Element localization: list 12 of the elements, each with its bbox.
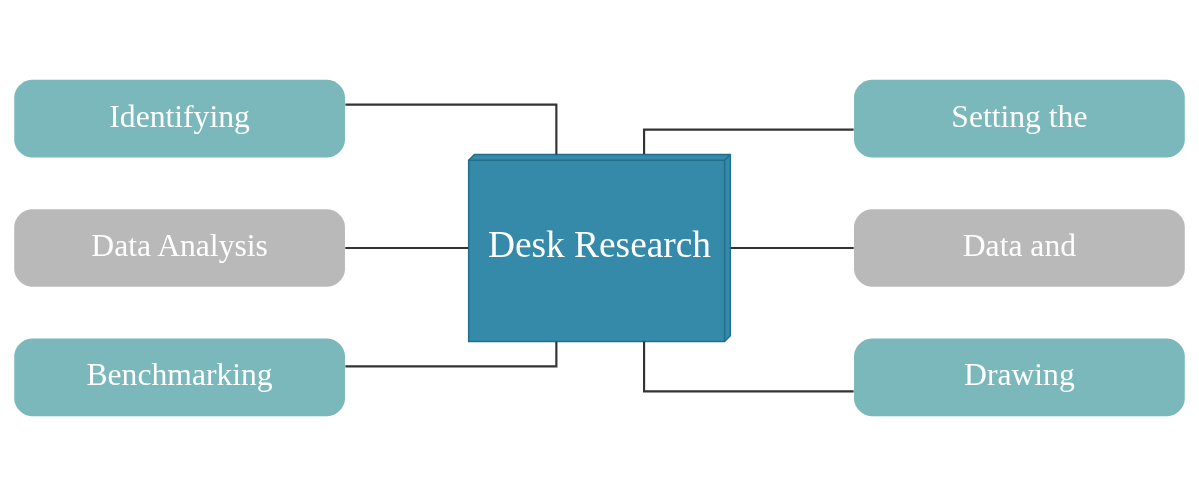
connector bbox=[643, 128, 854, 154]
connector bbox=[345, 246, 469, 249]
node-box: Setting the bbox=[854, 79, 1185, 157]
connector bbox=[643, 341, 854, 392]
node-box: Data and bbox=[854, 208, 1185, 287]
connector bbox=[345, 341, 558, 367]
node-box: Identifying bbox=[14, 79, 345, 157]
connector bbox=[345, 103, 558, 154]
node-box: Drawing bbox=[854, 338, 1185, 416]
node-box: Benchmarking bbox=[14, 338, 345, 416]
node-box: Data Analysis bbox=[14, 208, 345, 287]
connector bbox=[730, 246, 854, 249]
